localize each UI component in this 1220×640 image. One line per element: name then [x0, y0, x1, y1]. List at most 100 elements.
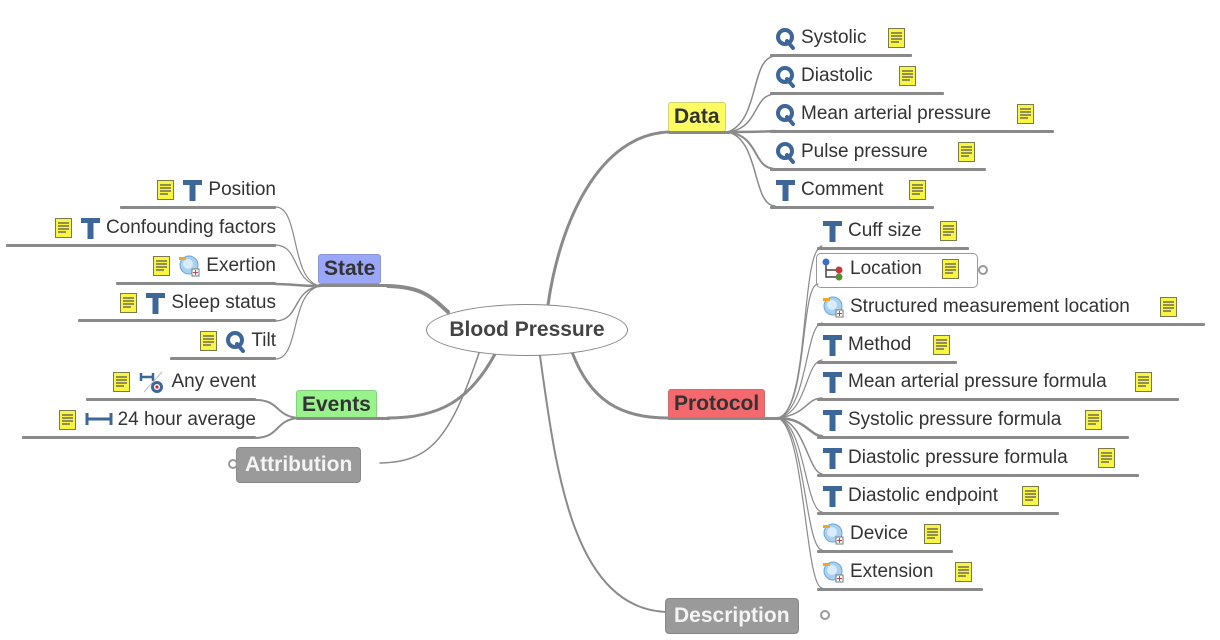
leaf-node[interactable]: Any event: [112, 370, 257, 394]
leaf-node[interactable]: Confounding factors: [54, 216, 276, 240]
leaf-underline: [116, 282, 276, 285]
note-icon[interactable]: [941, 259, 959, 279]
note-icon[interactable]: [939, 221, 957, 241]
quantity-icon: [775, 102, 797, 126]
quantity-icon: [225, 329, 247, 353]
note-icon[interactable]: [1159, 297, 1177, 317]
text-icon: [775, 178, 797, 202]
collapse-knob-description[interactable]: [820, 610, 830, 620]
slot-icon: [822, 560, 846, 584]
leaf-node[interactable]: Structured measurement location: [822, 295, 1177, 319]
leaf-node[interactable]: Exertion: [153, 254, 276, 278]
branch-protocol[interactable]: Protocol: [668, 389, 766, 419]
branch-description[interactable]: Description: [665, 598, 799, 634]
text-icon: [80, 216, 102, 240]
leaf-node[interactable]: Diastolic: [775, 64, 916, 88]
leaf-node[interactable]: Position: [157, 178, 276, 202]
leaf-node[interactable]: Sleep status: [120, 291, 276, 315]
leaf-label: Structured measurement location: [850, 296, 1130, 317]
note-icon[interactable]: [909, 180, 927, 200]
leaf-node[interactable]: 24 hour average: [58, 408, 256, 432]
text-icon: [822, 484, 844, 508]
note-icon[interactable]: [112, 372, 130, 392]
leaf-node[interactable]: Extension: [822, 560, 973, 584]
cluster-icon: [822, 257, 846, 281]
slot-icon: [178, 254, 202, 278]
note-icon[interactable]: [153, 256, 171, 276]
note-icon[interactable]: [157, 180, 175, 200]
leaf-label: Position: [208, 179, 276, 200]
leaf-underline: [6, 244, 276, 247]
leaf-underline: [770, 206, 934, 209]
leaf-label: Comment: [801, 179, 884, 200]
leaf-underline: [817, 323, 1205, 326]
branch-data[interactable]: Data: [668, 102, 726, 132]
leaf-label: Systolic: [801, 27, 867, 48]
leaf-node[interactable]: Device: [822, 522, 942, 546]
leaf-underline: [817, 588, 983, 591]
note-icon[interactable]: [120, 293, 138, 313]
note-icon[interactable]: [933, 335, 951, 355]
leaf-label: Method: [848, 334, 912, 355]
note-icon[interactable]: [1097, 448, 1115, 468]
point-event-icon: [138, 370, 168, 394]
selection-box: [816, 253, 978, 288]
interval-event-icon: [84, 408, 114, 432]
leaf-node[interactable]: Mean arterial pressure formula: [822, 370, 1152, 394]
leaf-underline: [22, 436, 256, 439]
leaf-underline: [170, 357, 276, 360]
leaf-underline: [120, 206, 276, 209]
leaf-underline: [770, 168, 986, 171]
note-icon[interactable]: [1021, 486, 1039, 506]
text-icon: [822, 333, 844, 357]
note-icon[interactable]: [58, 410, 76, 430]
leaf-label: Extension: [850, 561, 934, 582]
leaf-node[interactable]: Method: [822, 333, 951, 357]
leaf-node[interactable]: Diastolic endpoint: [822, 484, 1039, 508]
note-icon[interactable]: [898, 66, 916, 86]
branch-attribution[interactable]: Attribution: [236, 447, 362, 483]
note-icon[interactable]: [54, 218, 72, 238]
leaf-label: 24 hour average: [117, 409, 256, 430]
leaf-node[interactable]: Diastolic pressure formula: [822, 446, 1115, 470]
leaf-underline: [86, 398, 256, 401]
branch-events[interactable]: Events: [296, 390, 377, 420]
leaf-label: Any event: [171, 371, 257, 392]
leaf-label: Confounding factors: [105, 217, 276, 238]
leaf-underline: [817, 436, 1129, 439]
note-icon[interactable]: [888, 28, 906, 48]
collapse-knob-attribution[interactable]: [228, 459, 238, 469]
leaf-node[interactable]: Pulse pressure: [775, 140, 975, 164]
note-icon[interactable]: [1017, 104, 1035, 124]
leaf-label: Tilt: [251, 330, 276, 351]
quantity-icon: [775, 140, 797, 164]
note-icon[interactable]: [924, 524, 942, 544]
branch-attribution-label: Attribution: [245, 453, 353, 476]
note-icon[interactable]: [1085, 410, 1103, 430]
leaf-underline: [770, 92, 944, 95]
leaf-node[interactable]: Cuff size: [822, 219, 957, 243]
leaf-label: Systolic pressure formula: [848, 409, 1062, 430]
leaf-node[interactable]: Systolic: [775, 26, 906, 50]
leaf-underline: [817, 361, 957, 364]
branch-description-label: Description: [674, 604, 790, 627]
leaf-node[interactable]: Tilt: [200, 329, 276, 353]
leaf-underline: [817, 247, 969, 250]
leaf-node[interactable]: Location: [822, 257, 959, 281]
quantity-icon: [775, 26, 797, 50]
note-icon[interactable]: [957, 142, 975, 162]
leaf-node[interactable]: Mean arterial pressure: [775, 102, 1035, 126]
branch-state[interactable]: State: [318, 254, 382, 284]
leaf-label: Mean arterial pressure: [801, 103, 992, 124]
leaf-underline: [78, 319, 276, 322]
text-icon: [822, 446, 844, 470]
note-icon[interactable]: [955, 562, 973, 582]
note-icon[interactable]: [200, 331, 218, 351]
leaf-node[interactable]: Comment: [775, 178, 927, 202]
collapse-knob-location[interactable]: [978, 265, 988, 275]
note-icon[interactable]: [1134, 372, 1152, 392]
text-icon: [822, 219, 844, 243]
central-topic[interactable]: Blood Pressure: [426, 304, 628, 356]
leaf-underline: [770, 54, 912, 57]
leaf-node[interactable]: Systolic pressure formula: [822, 408, 1103, 432]
